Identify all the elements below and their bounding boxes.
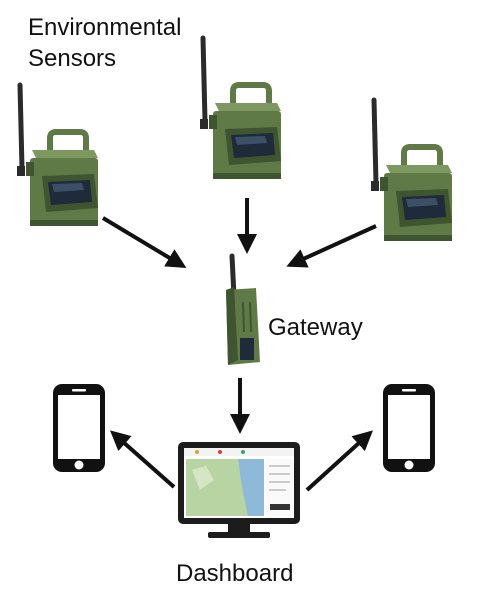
dashboard-label: Dashboard — [176, 560, 294, 587]
gateway-device-icon — [226, 253, 260, 365]
dashboard-monitor-icon — [178, 442, 300, 538]
arrows — [101, 198, 377, 492]
sensor-middle-icon — [200, 38, 281, 179]
sensor-right-icon — [371, 100, 452, 241]
smartphone-right-icon — [383, 384, 435, 472]
sensors-label-line1: Environmental — [28, 14, 182, 41]
gateway-label: Gateway — [268, 314, 363, 341]
arrow-dashboard-to-phone-right — [305, 430, 373, 492]
arrow-dashboard-to-phone-left — [110, 430, 176, 489]
smartphone-left-icon — [53, 384, 105, 472]
arrow-sensor-left-to-gateway — [101, 216, 187, 269]
arrow-sensor-right-to-gateway — [286, 224, 377, 268]
sensors-label-line2: Sensors — [28, 45, 117, 72]
sensor-left-icon — [17, 85, 98, 226]
